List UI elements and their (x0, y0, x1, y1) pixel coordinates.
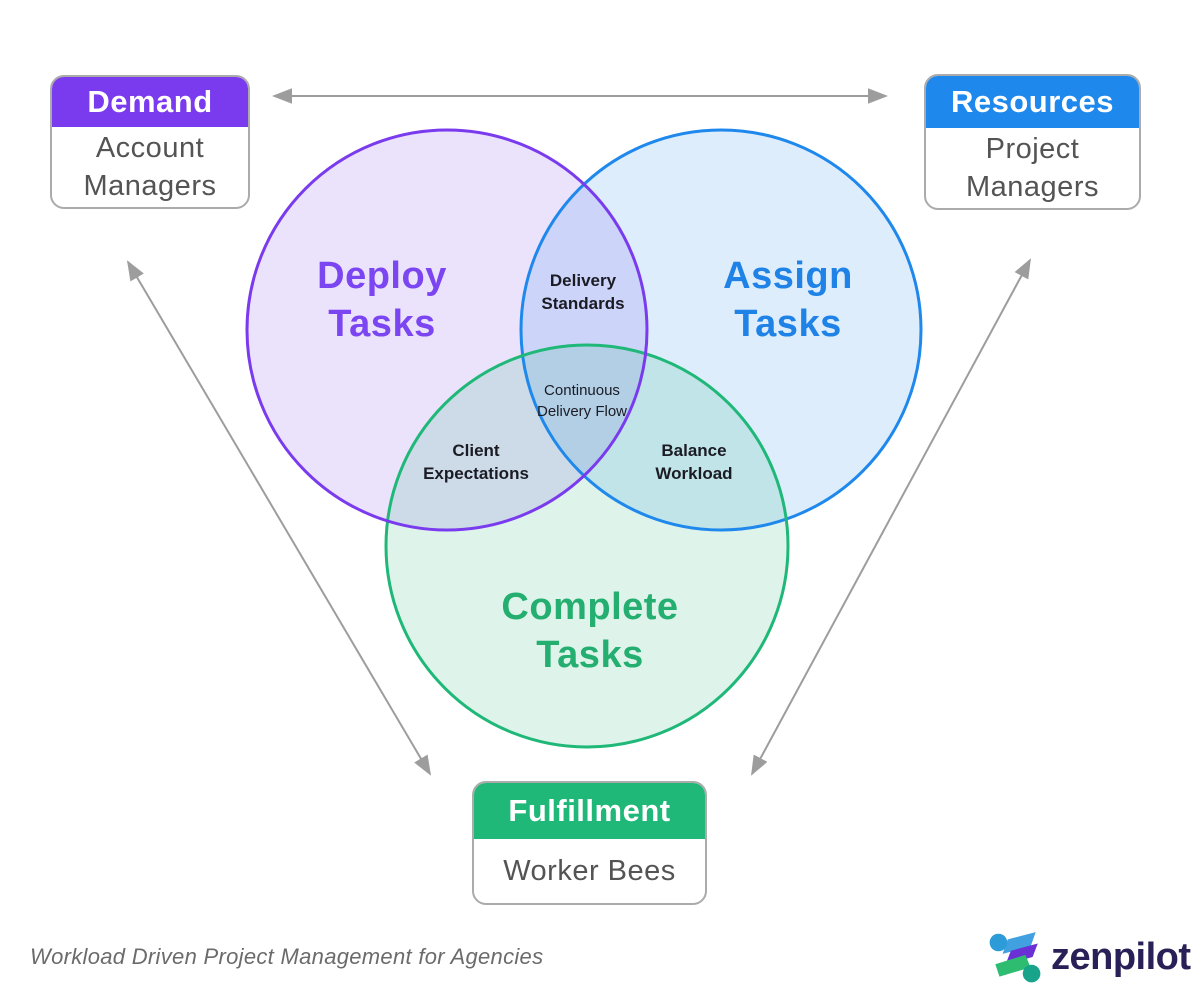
fulfillment-box: Fulfillment Worker Bees (472, 781, 707, 905)
complete-tasks-title: Complete Tasks (501, 586, 679, 676)
zenpilot-logo: zenpilot (986, 928, 1191, 986)
complete-circle-outline (384, 343, 790, 749)
demand-box-header: Demand (52, 77, 248, 127)
deploy-tasks-title: Deploy Tasks (317, 255, 447, 345)
overlap-delivery-standards: Delivery Standards (541, 271, 625, 313)
complete-circle-fill (386, 345, 788, 747)
assign-tasks-title: Assign Tasks (723, 255, 853, 345)
fulfillment-box-body: Worker Bees (503, 855, 676, 887)
resources-box: Resources Project Managers (924, 74, 1141, 210)
overlap-balance-workload: Balance Workload (655, 441, 733, 483)
fulfillment-box-header: Fulfillment (474, 783, 705, 839)
overlap-client-expectations: Client Expectations (423, 441, 529, 483)
zenpilot-wordmark: zenpilot (1051, 935, 1191, 978)
zenpilot-logo-icon (989, 932, 1041, 983)
footer-caption: Workload Driven Project Management for A… (30, 944, 544, 969)
resources-box-header: Resources (926, 76, 1139, 128)
overlap-continuous-delivery-flow: Continuous Delivery Flow (536, 382, 627, 420)
resources-box-body: Project Managers (966, 133, 1099, 203)
demand-fulfillment-arrow (126, 260, 432, 776)
demand-box-body: Account Managers (83, 132, 217, 202)
assign-circle-outline (519, 128, 923, 532)
deploy-circle-outline (245, 128, 649, 532)
resources-fulfillment-arrow (751, 258, 1031, 776)
demand-box: Demand Account Managers (50, 75, 250, 209)
